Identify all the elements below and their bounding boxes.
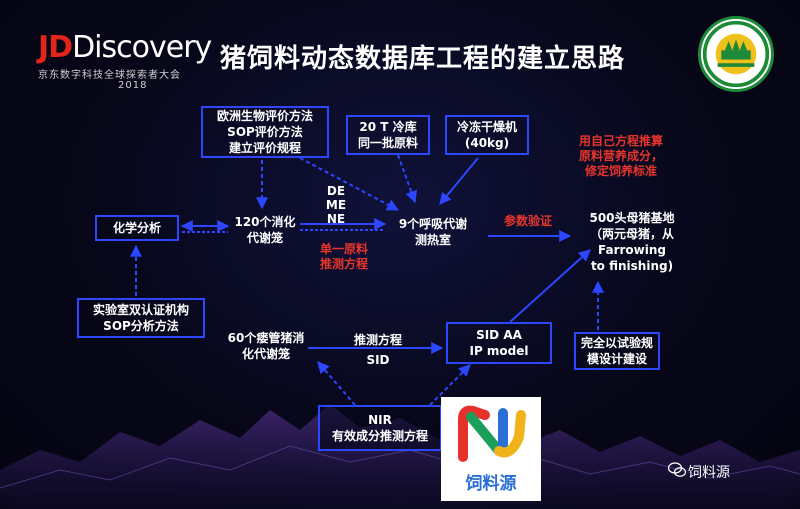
nir-box: NIR 有效成分推测方程 — [318, 405, 442, 451]
lab-cert-line-1: 实验室双认证机构 — [92, 303, 189, 317]
single-material-line-2: 推测方程 — [319, 257, 368, 271]
sid-model-line-1: SID AA — [476, 328, 522, 342]
me-label: ME — [325, 198, 347, 212]
test-design-line-2: 模设计建设 — [586, 352, 647, 366]
respiration-rooms-label: 9个呼吸代谢 测热室 — [388, 216, 478, 248]
fistula-cages-line-2: 化代谢笼 — [241, 347, 290, 361]
sow-base-label: 500头母猪基地 （两元母猪，从 Farrowing to finishing) — [576, 210, 688, 274]
freeze-dryer-line-2: (40kg) — [464, 136, 510, 150]
param-validation-note: 参数验证 — [504, 214, 553, 228]
cold-storage-box: 20 T 冷库 同一批原料 — [346, 115, 430, 155]
predict-sid-line-1: 推测方程 — [353, 333, 402, 347]
cold-storage-line-1: 20 T 冷库 — [359, 120, 417, 134]
sow-base-line-1: 500头母猪基地 — [589, 211, 675, 225]
cold-storage-line-2: 同一批原料 — [357, 136, 418, 150]
nir-line-1: NIR — [368, 413, 392, 427]
own-equation-line-2: 原料营养成分， — [578, 149, 663, 163]
own-equation-line-1: 用自己方程推算 — [578, 134, 663, 148]
feed-source-logo: 饲料源 — [441, 397, 541, 501]
eval-method-line-1: 欧洲生物评价方法 — [216, 109, 313, 123]
single-material-line-1: 单一原料 — [319, 242, 368, 256]
jd-discovery-logo: JDDiscovery — [38, 30, 212, 65]
fistula-cages-label: 60个瘘管猪消 化代谢笼 — [226, 330, 306, 362]
de-me-ne-label: DE ME NE — [324, 184, 348, 226]
eval-method-box: 欧洲生物评价方法 SOP评价方法 建立评价规程 — [201, 106, 329, 158]
freeze-dryer-line-1: 冷冻干燥机 — [456, 120, 517, 134]
sow-base-line-2: （两元母猪，从 — [589, 227, 674, 241]
sow-base-line-4: to finishing) — [590, 259, 674, 273]
freeze-dryer-box: 冷冻干燥机 (40kg) — [445, 115, 529, 155]
eval-method-line-2: SOP评价方法 — [227, 125, 303, 139]
lab-cert-box: 实验室双认证机构 SOP分析方法 — [77, 298, 205, 338]
fistula-cages-line-1: 60个瘘管猪消 — [227, 331, 305, 345]
de-label: DE — [326, 184, 346, 198]
test-design-line-1: 完全以试验规 — [580, 336, 653, 350]
ne-label: NE — [326, 212, 346, 226]
brand-logo-text: 饲料源 — [465, 474, 517, 494]
test-design-box: 完全以试验规 模设计建设 — [574, 332, 660, 370]
page-title: 猪饲料动态数据库工程的建立思路 — [220, 44, 626, 74]
colored-n-logo-icon — [458, 405, 526, 462]
eval-method-line-3: 建立评价规程 — [228, 141, 301, 155]
lab-cert-line-2: SOP分析方法 — [103, 319, 179, 333]
own-equation-note: 用自己方程推算 原料营养成分， 修定饲养标准 — [566, 134, 676, 179]
discovery-wordmark: Discovery — [72, 30, 212, 65]
circular-association-emblem-icon — [698, 16, 774, 92]
respiration-rooms-line-1: 9个呼吸代谢 — [398, 217, 468, 231]
respiration-rooms-line-2: 测热室 — [414, 233, 451, 247]
sid-model-box: SID AA IP model — [446, 322, 552, 364]
nir-line-2: 有效成分推测方程 — [331, 429, 428, 443]
wechat-label: 饲料源 — [688, 465, 730, 481]
own-equation-line-3: 修定饲养标准 — [584, 164, 657, 178]
chem-analysis-box: 化学分析 — [95, 215, 179, 241]
digest-cages-line-1: 120个消化 — [234, 215, 296, 229]
conference-year: 2018 — [118, 80, 148, 91]
sid-model-line-2: IP model — [469, 344, 529, 358]
single-material-note: 单一原料 推测方程 — [312, 242, 376, 272]
predict-sid-line-2: SID — [366, 353, 390, 367]
conference-name: 京东数字科技全球探索者大会 — [38, 70, 181, 81]
digest-cages-line-2: 代谢笼 — [246, 231, 283, 245]
wechat-icon — [668, 462, 686, 477]
chem-analysis-label: 化学分析 — [112, 221, 161, 235]
jd-mark: JD — [38, 30, 73, 65]
sow-base-line-3: Farrowing — [597, 243, 666, 257]
digest-cages-label: 120个消化 代谢笼 — [232, 214, 298, 246]
predict-sid-label: 推测方程 SID — [346, 330, 410, 370]
